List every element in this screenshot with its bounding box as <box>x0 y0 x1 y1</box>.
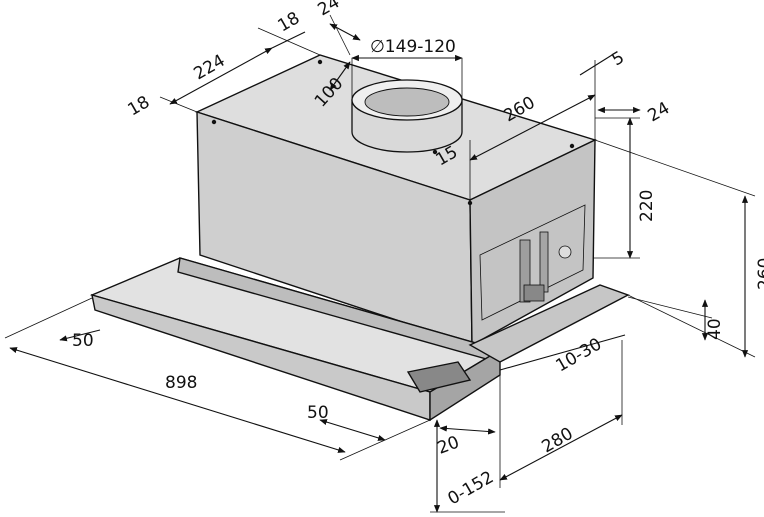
dim-220: 220 <box>637 190 657 222</box>
dim-18-top: 18 <box>275 8 304 36</box>
dim-20: 20 <box>435 433 462 459</box>
dim-224: 224 <box>191 51 229 85</box>
side-bracket <box>523 284 545 302</box>
top-screw-4 <box>569 143 575 149</box>
side-screw <box>558 245 572 259</box>
collar-inner <box>364 87 450 117</box>
dim-260-right: 260 <box>755 258 764 290</box>
slot-b <box>539 231 549 293</box>
dim-5: 5 <box>609 48 628 71</box>
dim-18-left: 18 <box>125 92 154 120</box>
slot-a <box>519 239 531 303</box>
top-screw-2 <box>317 59 323 65</box>
dimension-lines <box>4 14 756 513</box>
top-screw-5 <box>467 200 473 206</box>
handle-control <box>406 361 472 393</box>
dim-24-right: 24 <box>645 98 674 126</box>
dim-898: 898 <box>165 373 197 393</box>
dim-50-left: 50 <box>72 331 94 351</box>
dim-24-top: 24 <box>315 0 344 20</box>
dim-50-front: 50 <box>307 403 329 423</box>
duct-collar <box>351 79 463 153</box>
dim-280: 280 <box>539 424 577 458</box>
top-screw-3 <box>432 149 438 155</box>
dim-0-152: 0-152 <box>445 467 498 509</box>
dim-10-30: 10-30 <box>553 334 606 376</box>
dim-diameter: ∅149-120 <box>370 37 456 57</box>
dim-40: 40 <box>705 318 725 340</box>
side-control-panel <box>479 204 586 321</box>
top-screw-1 <box>211 119 217 125</box>
